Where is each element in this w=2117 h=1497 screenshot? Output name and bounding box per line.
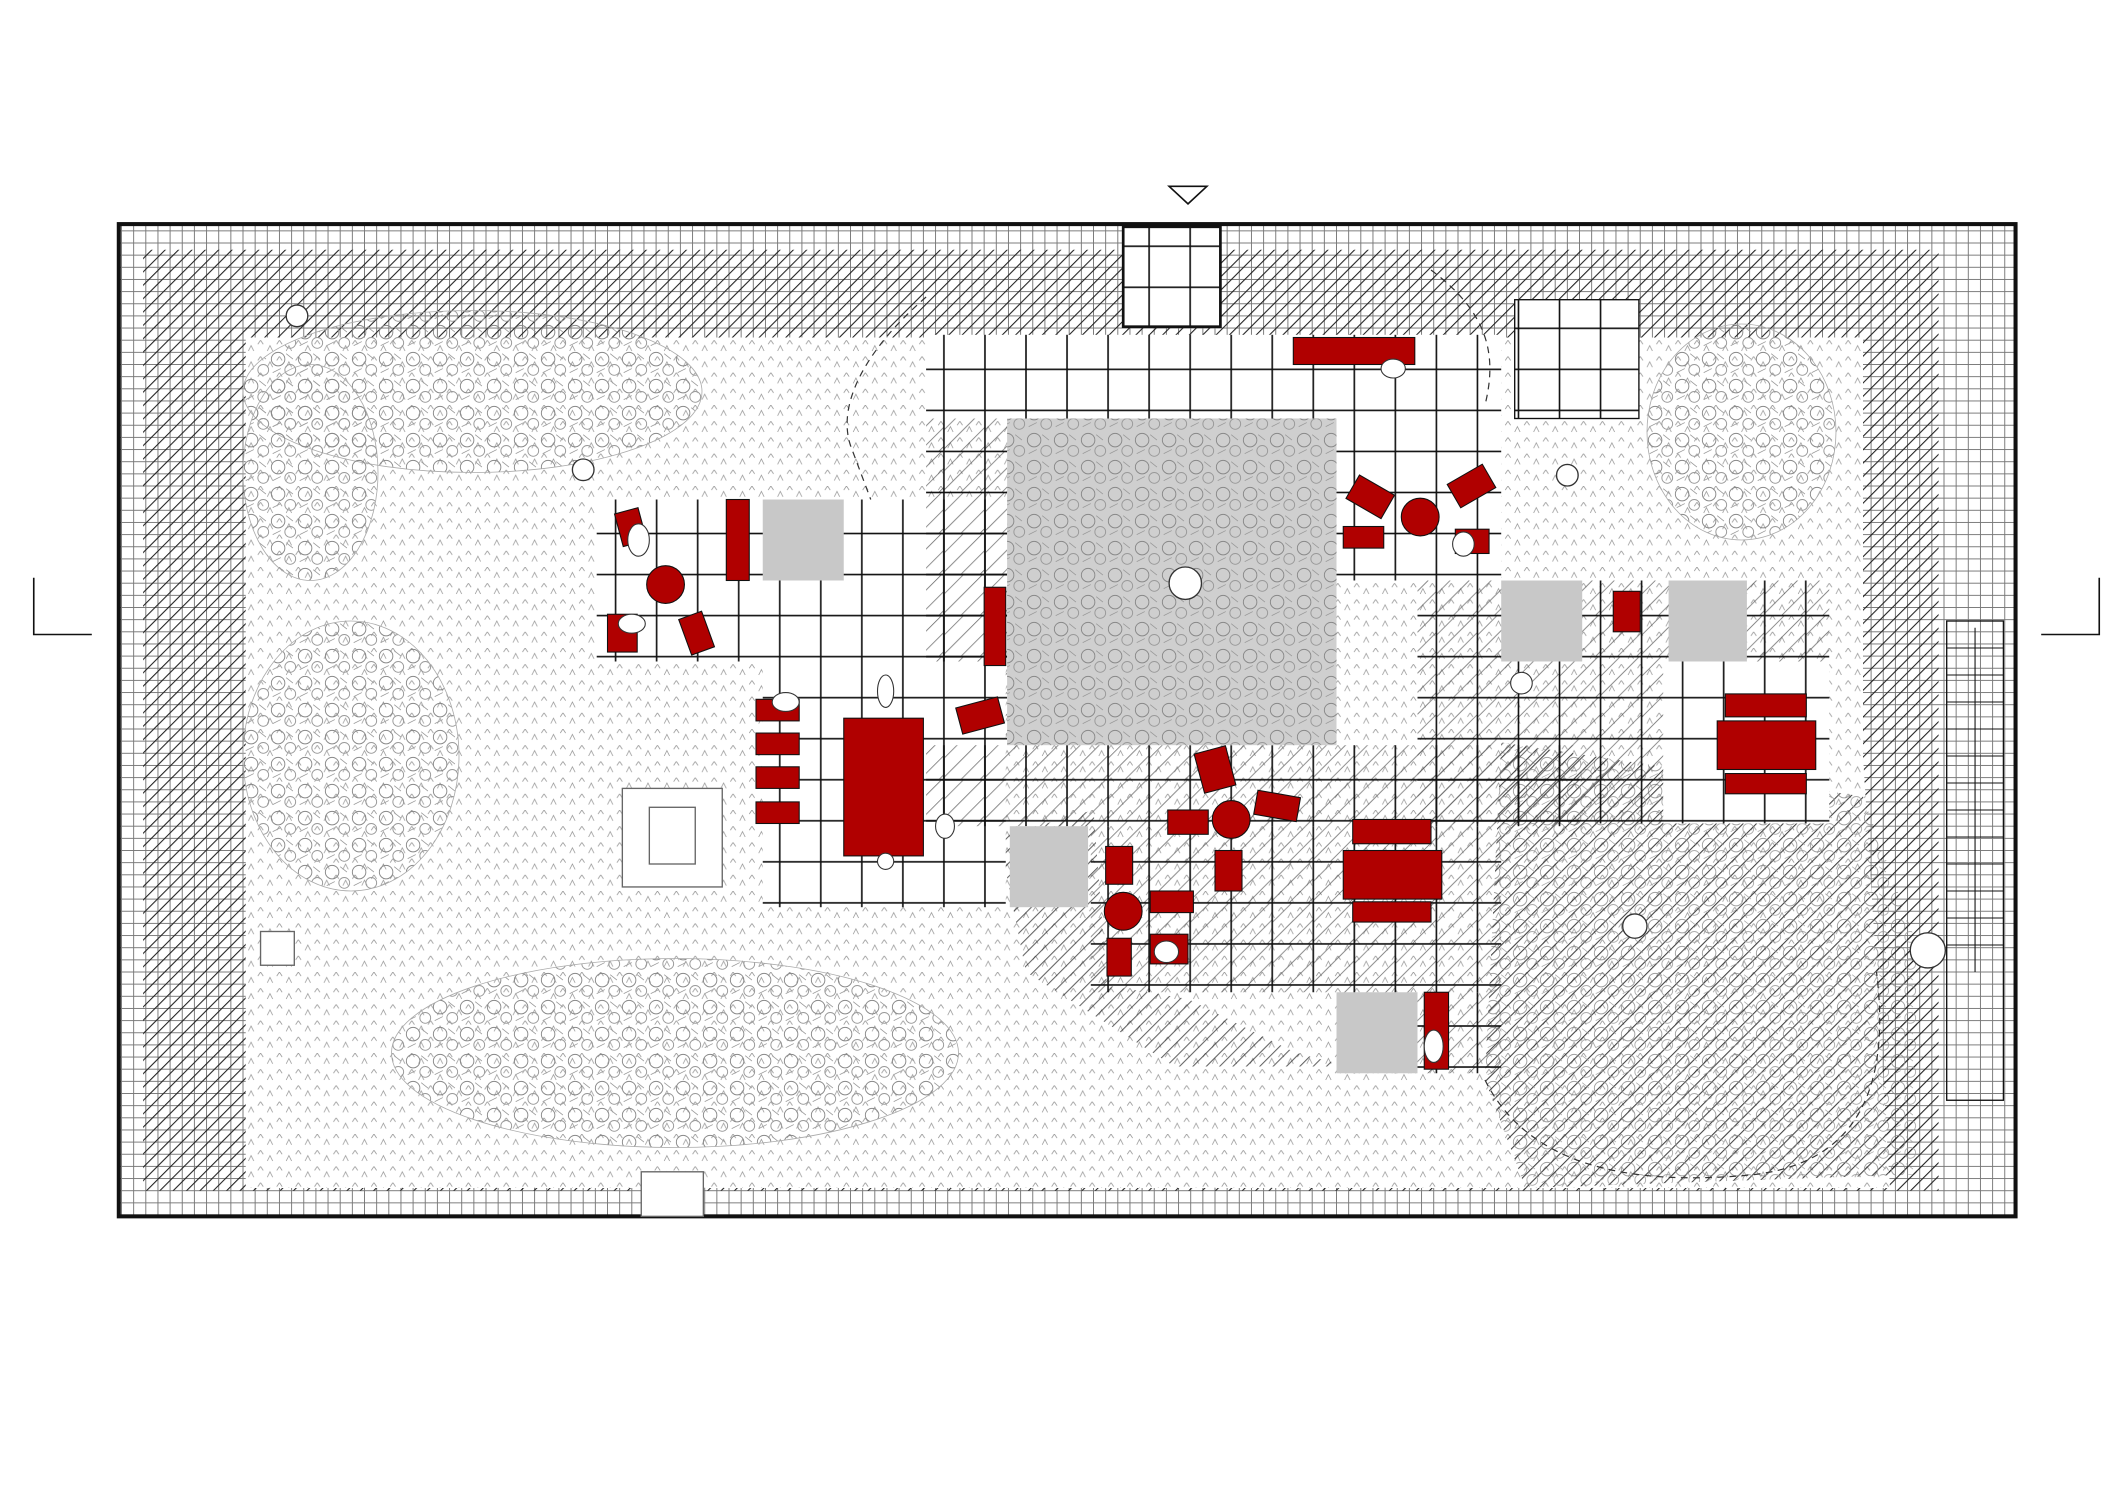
box [259,930,295,966]
shrub-bed-texture [1485,742,1917,1188]
gate-south [640,1171,705,1218]
sandbox-inner [648,806,696,865]
section-marker-icon [2041,577,2101,636]
planter [762,499,1747,1074]
person-icon [617,358,1533,1063]
tree-icon [242,310,1837,1148]
tree-trunk [285,304,1947,969]
north-arrow-icon [1167,185,1209,205]
chair-icon [606,463,1641,977]
entrance-gate [1121,225,1222,329]
table-icon [646,336,1817,1070]
path-outline [846,269,1881,1179]
section-marker-icon [32,577,92,636]
